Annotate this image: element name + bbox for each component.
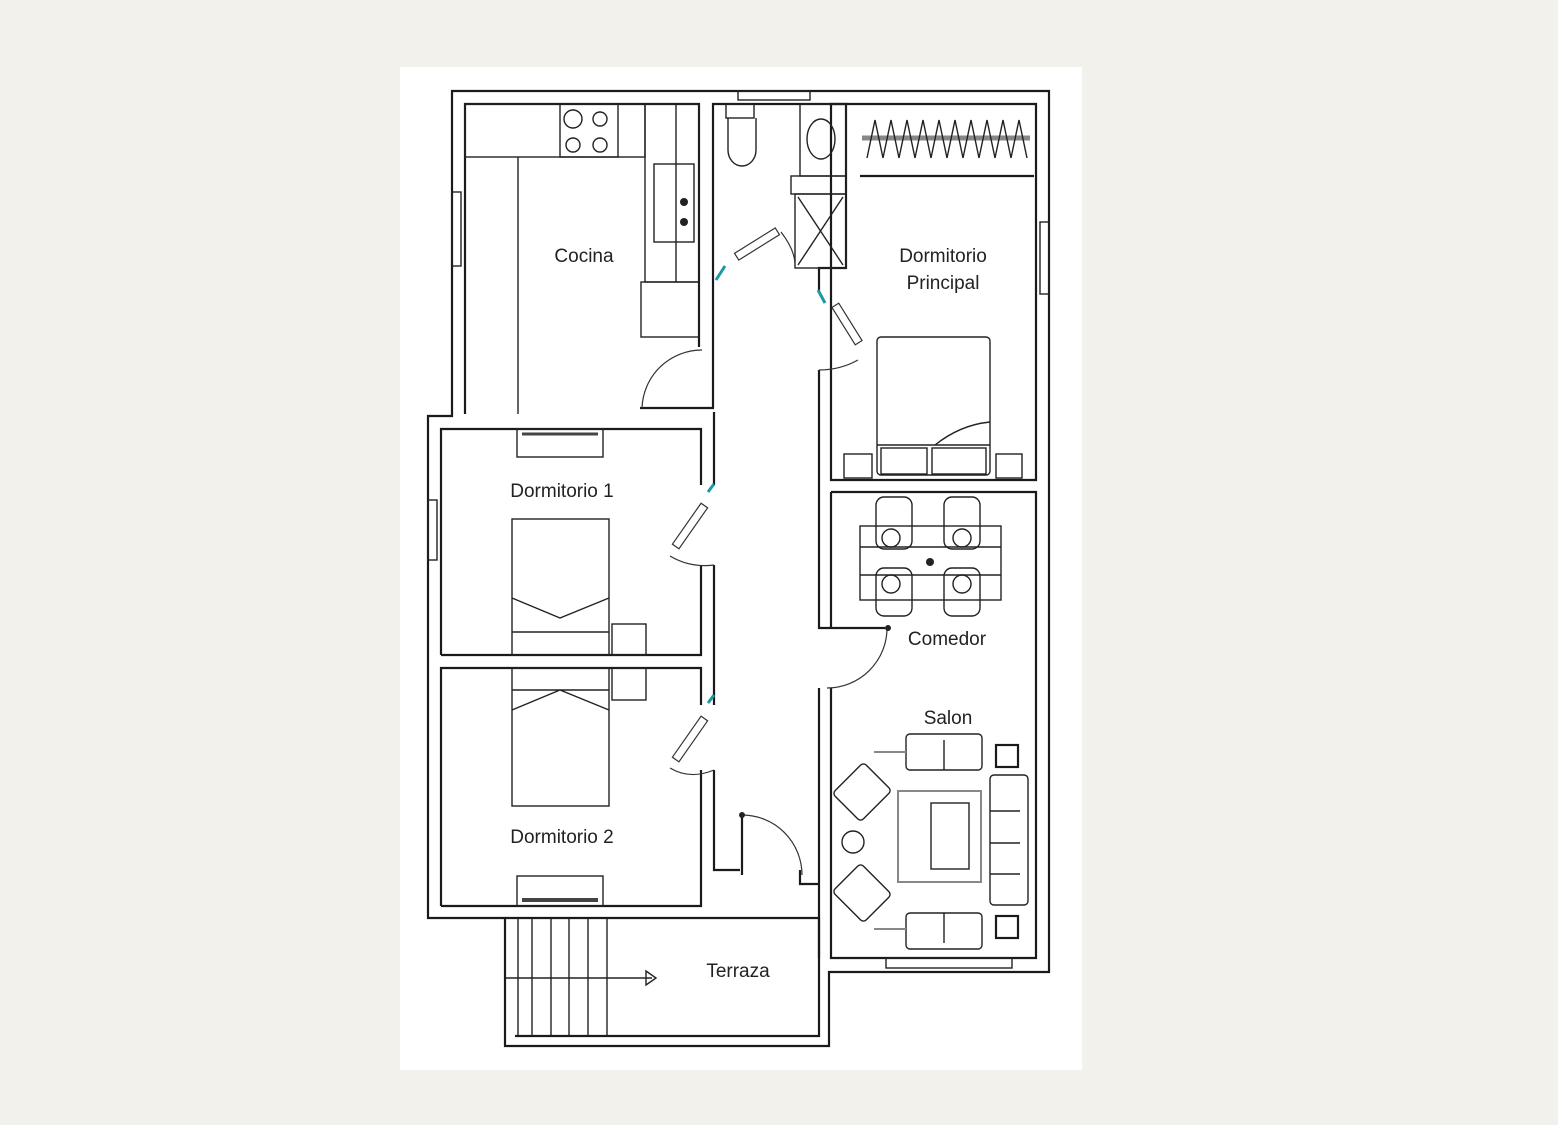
room-label-living: Salon: [924, 708, 973, 729]
bathroom-fixtures: [725, 103, 847, 269]
drawing-sheet: [400, 67, 1082, 1070]
toilet-icon: [725, 103, 755, 119]
master-bedroom-furniture: [843, 119, 1034, 479]
coffee-table: [930, 802, 970, 870]
living-room-furniture: [833, 733, 1029, 950]
sink-icon: [653, 163, 695, 243]
single-bed: [511, 667, 610, 807]
double-bed: [876, 336, 991, 476]
side-table: [841, 830, 865, 854]
rug: [897, 790, 982, 883]
room-label-terrace: Terraza: [706, 961, 770, 982]
doors: [641, 227, 891, 876]
shower-icon: [794, 193, 847, 269]
dining-table-set: [859, 496, 1002, 617]
room-label-master-line2: Principal: [907, 273, 980, 294]
bedroom-1-furniture: [511, 428, 647, 656]
room-label-bedroom-2: Dormitorio 2: [510, 827, 613, 848]
room-label-dining: Comedor: [908, 629, 987, 650]
room-label-master-line1: Dormitorio: [899, 246, 987, 267]
sofa: [989, 774, 1029, 906]
stove-burner-icon: [563, 109, 583, 129]
kitchen-counter: [464, 103, 700, 414]
fridge: [640, 281, 700, 338]
single-bed: [511, 518, 610, 656]
armchair: [833, 864, 891, 922]
entrance-stairs: [505, 918, 658, 1036]
room-label-kitchen: Cocina: [554, 246, 614, 267]
washbasin-icon: [806, 118, 836, 160]
armchair: [833, 763, 891, 821]
room-label-bedroom-1: Dormitorio 1: [510, 481, 613, 502]
bedroom-2-furniture: [511, 667, 647, 907]
